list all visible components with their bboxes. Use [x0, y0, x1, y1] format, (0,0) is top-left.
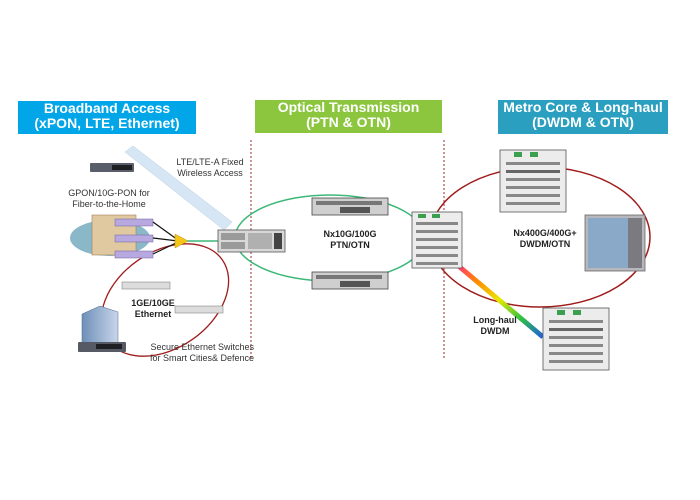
otn-central-chassis: [411, 211, 463, 269]
gpon-label-line2: Fiber-to-the-Home: [72, 199, 146, 209]
longhaul-link: [453, 261, 545, 339]
ethernet-label: 1GE/10GE Ethernet: [128, 298, 178, 320]
section-header-subtitle: (xPON, LTE, Ethernet): [34, 115, 180, 131]
lte-label: LTE/LTE-A Fixed Wireless Access: [160, 157, 260, 179]
lte-label-line1: LTE/LTE-A Fixed: [176, 157, 244, 167]
ptn-node-bottom: [311, 271, 389, 290]
lte-switch: [90, 163, 134, 172]
longhaul-label-line1: Long-haul: [473, 315, 517, 325]
ethernet-label-line2: Ethernet: [134, 309, 172, 319]
section-header-optical-transmission: Optical Transmission (PTN & OTN): [255, 100, 442, 133]
ethernet-switch-1: [121, 281, 171, 290]
ethernet-label-line1: 1GE/10GE: [131, 298, 175, 308]
section-header-subtitle: (DWDM & OTN): [532, 114, 634, 130]
gpon-label: GPON/10G-PON for Fiber-to-the-Home: [64, 188, 154, 210]
ptn-node-top: [311, 197, 389, 216]
dwdm-label: Nx400G/400G+ DWDM/OTN: [505, 228, 585, 250]
longhaul-label: Long-haul DWDM: [470, 315, 520, 337]
gpon-label-line1: GPON/10G-PON for: [68, 188, 150, 198]
lte-antenna: [124, 145, 233, 231]
ptn-label-line1: Nx10G/100G: [323, 229, 377, 239]
longhaul-chassis: [542, 307, 610, 371]
secure-switches-label-line2: for Smart Cities& Defence: [149, 353, 254, 363]
office-building: [78, 305, 126, 352]
ethernet-switch-2: [174, 305, 224, 314]
dwdm-label-line2: DWDM/OTN: [519, 239, 571, 249]
secure-switches-label-line1: Secure Ethernet Switches: [150, 342, 254, 352]
access-node: [217, 229, 286, 253]
dwdm-label-line1: Nx400G/400G+: [513, 228, 577, 238]
fttH-building: [70, 214, 189, 259]
dwdm-top-chassis: [499, 149, 567, 213]
section-header-title: Metro Core & Long-haul: [503, 99, 663, 115]
longhaul-label-line2: DWDM: [480, 326, 510, 336]
section-header-title: Optical Transmission: [277, 99, 420, 115]
ptn-label: Nx10G/100G PTN/OTN: [315, 229, 385, 251]
section-header-subtitle: (PTN & OTN): [306, 114, 391, 130]
section-header-title: Broadband Access: [43, 100, 171, 116]
section-header-broadband-access: Broadband Access (xPON, LTE, Ethernet): [18, 101, 196, 134]
secure-switches-label: Secure Ethernet Switches for Smart Citie…: [138, 342, 254, 364]
ptn-label-line2: PTN/OTN: [330, 240, 370, 250]
section-header-metro-core: Metro Core & Long-haul (DWDM & OTN): [498, 100, 668, 134]
dwdm-large-rack: [584, 214, 646, 272]
lte-label-line2: Wireless Access: [177, 168, 243, 178]
